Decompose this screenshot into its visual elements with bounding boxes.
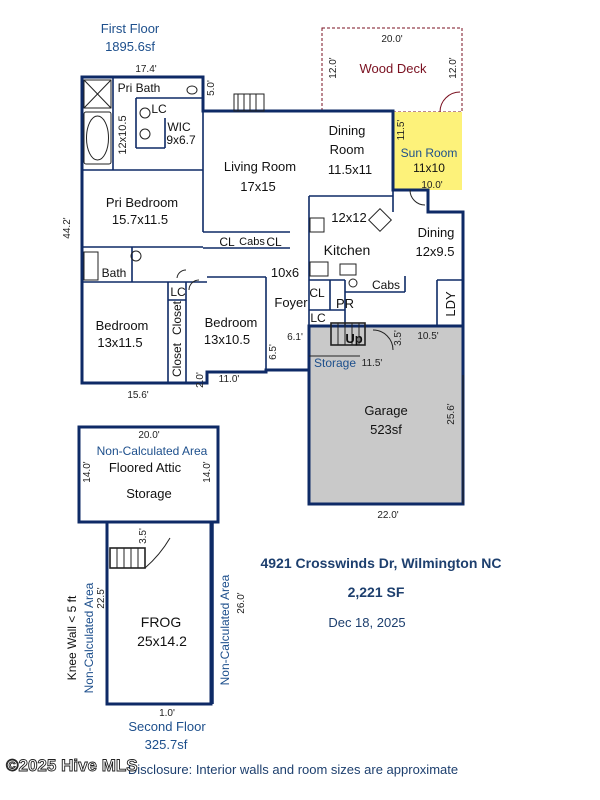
dim-1-0: 1.0' [159, 708, 175, 719]
pri-bath-label: Pri Bath [118, 81, 161, 95]
cl-label-2: CL [266, 235, 282, 249]
kitchen-size: 12x12 [331, 210, 366, 225]
dim-11-5-sun: 11.5' [396, 120, 407, 141]
wood-deck-outline [321, 27, 463, 113]
dim-11-0: 11.0' [219, 374, 240, 385]
lc-label-1: LC [151, 102, 167, 116]
kitchen-label: Kitchen [324, 242, 371, 258]
dim-deck-right: 12.0' [448, 57, 459, 78]
watermark-text: ©2025 Hive MLS [6, 756, 138, 775]
first-floor-area: 1895.6sf [105, 39, 155, 54]
pr-label: PR [336, 296, 354, 311]
dim-deck-width: 20.0' [381, 34, 402, 45]
dining-label-2: Dining [418, 225, 455, 240]
dining-room-label-1: Dining [329, 123, 366, 138]
cabs-label-1: Cabs [239, 236, 265, 248]
bedroom-2-label: Bedroom [205, 315, 258, 330]
property-address: 4921 Crosswinds Dr, Wilmington NC [260, 555, 501, 571]
dim-3-5-b: 3.5' [138, 528, 149, 544]
interior-walls [82, 77, 463, 383]
frog-size: 25x14.2 [137, 633, 187, 649]
pri-bedroom-size: 15.7x11.5 [112, 212, 168, 227]
living-room-label: Living Room [224, 159, 296, 174]
second-floor-area: 325.7sf [145, 737, 188, 752]
living-room-size: 17x15 [240, 179, 275, 194]
knee-wall-label: Knee Wall < 5 ft [65, 595, 79, 680]
storage-label-1: Storage [314, 356, 356, 370]
first-floor-title: First Floor [101, 21, 160, 36]
dim-12x10-5: 12x10.5 [117, 115, 129, 154]
frog-stairs [109, 547, 146, 569]
pri-bedroom-label: Pri Bedroom [106, 195, 178, 210]
dim-44-2: 44.2' [62, 217, 73, 238]
disclosure-text: Disclosure: Interior walls and room size… [128, 762, 458, 777]
dim-22-0: 22.0' [377, 510, 398, 521]
dim-25-6: 25.6' [446, 403, 457, 424]
dim-6-1: 6.1' [287, 332, 303, 343]
dim-26-0: 26.0' [236, 592, 247, 613]
dim-15-6: 15.6' [127, 390, 148, 401]
dim-6-5: 6.5' [268, 344, 279, 360]
non-calc-right-label: Non-Calculated Area [218, 574, 232, 685]
dim-10-0: 10.0' [421, 180, 442, 191]
wood-deck-label: Wood Deck [360, 61, 427, 76]
non-calc-top-label: Non-Calculated Area [97, 444, 208, 458]
sun-room-fill [394, 112, 462, 190]
plan-date: Dec 18, 2025 [328, 615, 405, 630]
dining-size-2: 12x9.5 [415, 244, 454, 259]
deck-door-swing [439, 91, 461, 113]
property-sf: 2,221 SF [348, 584, 405, 600]
bedroom-2-size: 13x10.5 [204, 332, 250, 347]
dim-10-5: 10.5' [417, 331, 438, 342]
garage-label: Garage [364, 403, 407, 418]
wic-size: 9x6.7 [166, 133, 196, 147]
dim-14-right: 14.0' [202, 461, 213, 482]
dim-17-4: 17.4' [135, 64, 156, 75]
lc-label-3: LC [310, 311, 326, 325]
closet-label-1: Closet [170, 300, 184, 335]
second-floor-title: Second Floor [128, 719, 206, 734]
dining-room-size: 11.5x11 [328, 162, 372, 177]
cabs-label-2: Cabs [372, 278, 400, 292]
wic-label: WIC [167, 120, 191, 134]
closet-label-2: Closet [170, 342, 184, 377]
bath-label: Bath [102, 266, 127, 280]
dim-deck-left: 12.0' [328, 57, 339, 78]
attic-label: Floored Attic [109, 460, 182, 475]
fixtures [83, 79, 426, 357]
bedroom-1-size: 13x11.5 [97, 335, 142, 350]
dim-20-attic: 20.0' [138, 430, 159, 441]
sun-room-label: Sun Room [401, 146, 458, 160]
dim-14-left: 14.0' [82, 461, 93, 482]
attic-storage-label: Storage [126, 486, 172, 501]
dining-room-label-2: Room [330, 142, 365, 157]
dim-2-0: 2.0' [195, 372, 206, 388]
dim-11-5-st: 11.5' [362, 358, 383, 369]
stairs-up-label: Up [345, 331, 362, 346]
cl-label-1: CL [219, 235, 235, 249]
cl-label-3: CL [309, 286, 325, 300]
dim-3-5-a: 3.5' [393, 330, 404, 346]
foyer-size: 10x6 [271, 265, 299, 280]
sun-room-size: 11x10 [413, 161, 445, 175]
lc-label-2: LC [170, 285, 186, 299]
non-calc-left-label: Non-Calculated Area [82, 582, 96, 693]
garage-area: 523sf [370, 422, 402, 437]
foyer-label: Foyer [274, 295, 308, 310]
dim-5-0: 5.0' [206, 80, 217, 96]
ldy-label: LDY [443, 291, 458, 317]
frog-outline [105, 520, 213, 706]
bedroom-1-label: Bedroom [96, 318, 149, 333]
dim-22-5: 22.5' [96, 587, 107, 608]
frog-label: FROG [141, 614, 181, 630]
